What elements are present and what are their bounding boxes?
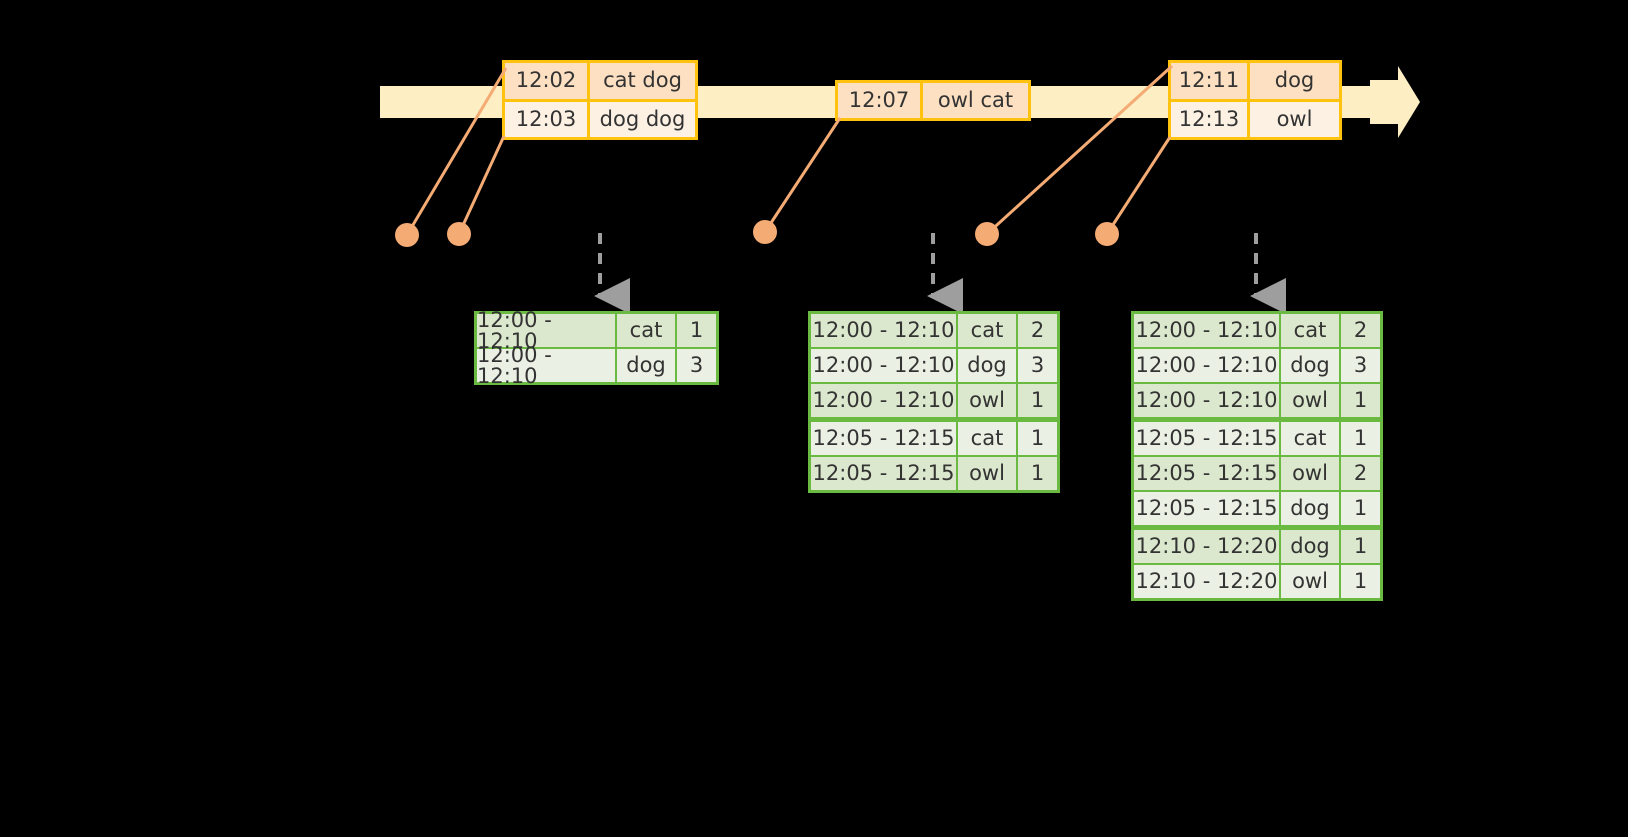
- cell-count: 1: [1018, 384, 1057, 417]
- event-row: 12:07 owl cat: [838, 83, 1028, 118]
- event-time: 12:13: [1171, 101, 1247, 137]
- event-text: dog: [1247, 63, 1339, 99]
- cell-window: 12:05 - 12:15: [1134, 457, 1279, 490]
- cell-window: 12:05 - 12:15: [1134, 422, 1279, 455]
- cell-window: 12:00 - 12:10: [811, 314, 956, 347]
- cell-count: 1: [677, 314, 716, 347]
- event-group-1: 12:02 cat dog 12:03 dog dog: [502, 60, 698, 140]
- cell-count: 2: [1341, 457, 1380, 490]
- event-row: 12:03 dog dog: [505, 98, 695, 137]
- cell-count: 1: [1341, 492, 1380, 525]
- event-dot-5: [1095, 222, 1119, 246]
- cell-key: owl: [1281, 384, 1339, 417]
- cell-window: 12:05 - 12:15: [1134, 492, 1279, 525]
- event-group-2: 12:07 owl cat: [835, 80, 1031, 121]
- cell-key: cat: [958, 422, 1016, 455]
- event-text: owl cat: [920, 83, 1028, 118]
- event-text: owl: [1247, 101, 1339, 137]
- event-time: 12:11: [1171, 63, 1247, 99]
- event-time: 12:02: [505, 63, 587, 99]
- event-text: dog dog: [587, 101, 695, 137]
- event-dot-2: [447, 222, 471, 246]
- cell-count: 1: [1341, 530, 1380, 563]
- event-dot-3: [753, 220, 777, 244]
- cell-count: 1: [1341, 565, 1380, 598]
- cell-key: dog: [1281, 492, 1339, 525]
- cell-count: 1: [1341, 384, 1380, 417]
- timeline-arrow-head: [1370, 66, 1420, 138]
- cell-key: cat: [1281, 422, 1339, 455]
- cell-count: 1: [1018, 422, 1057, 455]
- cell-key: dog: [617, 349, 675, 382]
- event-row: 12:13 owl: [1171, 98, 1339, 137]
- cell-count: 2: [1341, 314, 1380, 347]
- event-dot-1: [395, 223, 419, 247]
- cell-window: 12:10 - 12:20: [1134, 530, 1279, 563]
- cell-key: owl: [1281, 565, 1339, 598]
- cell-window: 12:00 - 12:10: [811, 384, 956, 417]
- cell-key: owl: [1281, 457, 1339, 490]
- cell-count: 2: [1018, 314, 1057, 347]
- connector-2: [457, 135, 506, 235]
- cell-window: 12:10 - 12:20: [1134, 565, 1279, 598]
- cell-window: 12:00 - 12:10: [477, 344, 615, 386]
- cell-window: 12:00 - 12:10: [1134, 384, 1279, 417]
- cell-count: 3: [1341, 349, 1380, 382]
- event-group-3: 12:11 dog 12:13 owl: [1168, 60, 1342, 140]
- cell-key: dog: [1281, 530, 1339, 563]
- cell-key: dog: [958, 349, 1016, 382]
- cell-count: 3: [677, 349, 716, 382]
- cell-window: 12:00 - 12:10: [811, 349, 956, 382]
- connector-5: [1105, 136, 1172, 235]
- cell-window: 12:05 - 12:15: [811, 422, 956, 455]
- event-time: 12:07: [838, 83, 920, 118]
- cell-count: 3: [1018, 349, 1057, 382]
- cell-key: dog: [1281, 349, 1339, 382]
- cell-window: 12:00 - 12:10: [1134, 314, 1279, 347]
- cell-key: cat: [1281, 314, 1339, 347]
- event-dot-4: [975, 222, 999, 246]
- connector-3: [763, 117, 842, 233]
- event-row: 12:02 cat dog: [505, 63, 695, 99]
- cell-key: cat: [617, 314, 675, 347]
- cell-key: owl: [958, 457, 1016, 490]
- cell-key: cat: [958, 314, 1016, 347]
- event-row: 12:11 dog: [1171, 63, 1339, 99]
- cell-window: 12:00 - 12:10: [477, 309, 615, 351]
- event-time: 12:03: [505, 101, 587, 137]
- cell-count: 1: [1341, 422, 1380, 455]
- cell-window: 12:05 - 12:15: [811, 457, 956, 490]
- event-text: cat dog: [587, 63, 695, 99]
- cell-count: 1: [1018, 457, 1057, 490]
- cell-key: owl: [958, 384, 1016, 417]
- cell-window: 12:00 - 12:10: [1134, 349, 1279, 382]
